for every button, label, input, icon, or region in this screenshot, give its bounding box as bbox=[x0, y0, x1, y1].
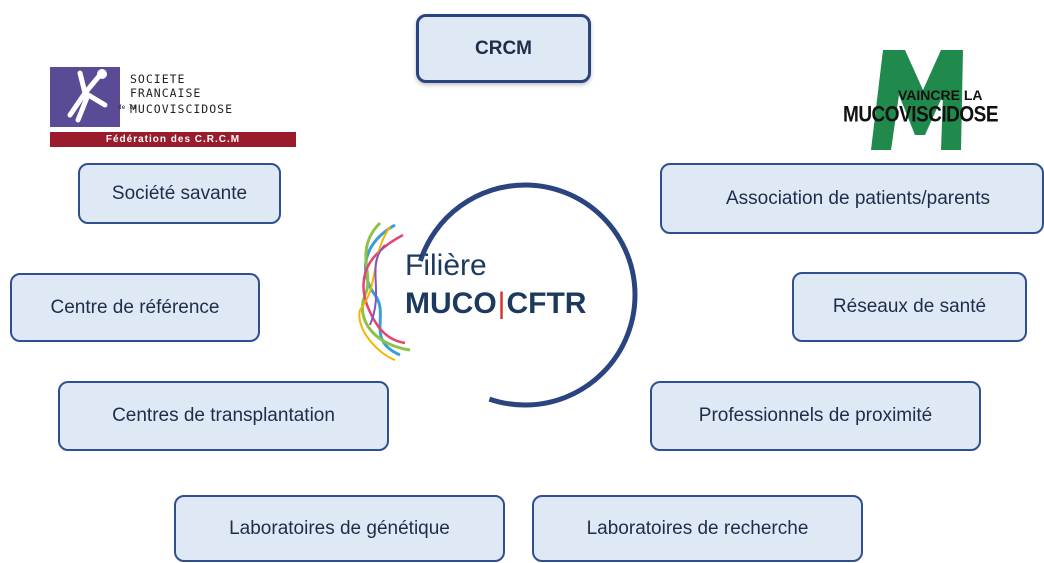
node-reseaux-sante: Réseaux de santé bbox=[792, 272, 1027, 342]
node-laboratoires-recherche: Laboratoires de recherche bbox=[532, 495, 863, 562]
dna-helix-icon bbox=[358, 221, 411, 361]
vlm-logo: VAINCRE LA MUCOVISCIDOSE bbox=[843, 45, 1003, 155]
vlm-line1: VAINCRE LA bbox=[898, 87, 983, 103]
node-centre-reference: Centre de référence bbox=[10, 273, 260, 342]
node-societe-savante: Société savante bbox=[78, 163, 281, 224]
node-laboratoires-genetique: Laboratoires de génétique bbox=[174, 495, 505, 562]
vlm-m-icon bbox=[871, 50, 963, 150]
vlm-line2: MUCOVISCIDOSE bbox=[843, 103, 999, 128]
node-professionnels-proximite: Professionnels de proximité bbox=[650, 381, 981, 451]
sfm-banner: Fédération des C.R.C.M bbox=[50, 132, 296, 147]
cftr-word: CFTR bbox=[506, 287, 587, 320]
muco-word: MUCO bbox=[405, 287, 497, 320]
title-separator: | bbox=[497, 287, 506, 320]
node-centres-transplantation: Centres de transplantation bbox=[58, 381, 389, 451]
sfm-line1: SOCIETE bbox=[130, 72, 186, 86]
sfm-line3: MUCOVISCIDOSE bbox=[130, 102, 234, 116]
sfm-prefix: de la bbox=[118, 104, 137, 111]
node-association-patients: Association de patients/parents bbox=[660, 163, 1044, 234]
sfm-logo: SOCIETE FRANCAISE de la MUCOVISCIDOSE Fé… bbox=[50, 65, 296, 149]
node-crcm: CRCM bbox=[416, 14, 591, 83]
filiere-logo: Filière MUCO|CFTR bbox=[355, 215, 586, 365]
sfm-line2: FRANCAISE bbox=[130, 86, 202, 100]
filiere-title: Filière bbox=[405, 249, 487, 282]
muco-cftr-title: MUCO|CFTR bbox=[405, 287, 586, 321]
sfm-figure-icon bbox=[50, 67, 120, 127]
